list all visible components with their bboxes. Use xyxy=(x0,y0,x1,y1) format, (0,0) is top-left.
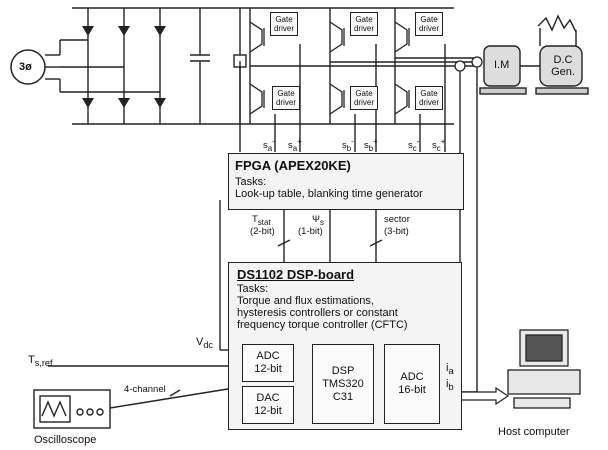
fpga-title: FPGA (APEX20KE) xyxy=(235,158,351,173)
gate-driver-b-top: Gate driver xyxy=(350,12,378,36)
host-computer-label: Host computer xyxy=(498,426,570,438)
source-label: 3ø xyxy=(19,61,32,73)
oscilloscope-label: Oscilloscope xyxy=(34,434,97,446)
switch-signal-sb-plus: sb+ xyxy=(364,137,378,154)
dsp-chip-line-1: DSP xyxy=(331,364,355,377)
ib-label: ib xyxy=(446,378,454,393)
gate-driver-a-bottom: Gate driver xyxy=(272,86,300,110)
gate-driver-b-bottom: Gate driver xyxy=(350,86,378,110)
fpga-tasks-heading: Tasks: xyxy=(235,176,267,188)
dac12-block: DAC 12-bit xyxy=(242,386,294,424)
gate-driver-a-top: Gate driver xyxy=(270,12,298,36)
adc16-block: ADC 16-bit xyxy=(384,344,440,424)
dsp-task-line-2: hysteresis controllers or constant xyxy=(237,307,398,319)
fpga-box: FPGA (APEX20KE) Tasks: Look-up table, bl… xyxy=(228,153,464,210)
sector-label: sector xyxy=(384,214,410,225)
dc-gen-label: D.C Gen. xyxy=(551,54,575,78)
vdc-label: Vdc xyxy=(196,336,214,351)
dac12-bits: 12-bit xyxy=(254,405,282,417)
dsp-task-line-3: frequency torque controller (CFTC) xyxy=(237,319,408,331)
adc16-label: ADC xyxy=(400,371,424,383)
three-phase-source-icon xyxy=(10,49,46,85)
ia-label: ia xyxy=(446,362,454,377)
dsp-board-title: DS1102 DSP-board xyxy=(237,267,355,282)
psi-bits: (1-bit) xyxy=(298,226,323,237)
dac12-label: DAC xyxy=(256,392,280,404)
psi-label: Ψs xyxy=(312,214,324,227)
dsp-chip-line-3: C31 xyxy=(332,390,354,403)
dsp-chip-line-2: TMS320 xyxy=(322,377,364,390)
oscilloscope-icon xyxy=(33,389,111,429)
dsp-chip-block: DSP TMS320 C31 xyxy=(312,344,374,424)
gate-driver-c-bottom: Gate driver xyxy=(415,86,443,110)
im-label: I.M xyxy=(494,59,510,71)
fpga-tasks-text: Look-up table, blanking time generator xyxy=(235,188,423,200)
switch-signal-sb-minus: sb- xyxy=(342,137,354,154)
switch-signal-sc-plus: sc+ xyxy=(432,137,446,154)
tstat-bits: (2-bit) xyxy=(250,226,275,237)
induction-motor-icon xyxy=(479,45,540,95)
dsp-task-line-1: Torque and flux estimations, xyxy=(237,295,374,307)
switch-signal-sa-minus: sa- xyxy=(263,137,275,154)
adc12-bits: 12-bit xyxy=(254,363,282,375)
dc-generator-icon xyxy=(535,14,589,95)
adc12-label: ADC xyxy=(256,350,280,362)
four-channel-label: 4-channel xyxy=(124,384,166,395)
tsref-label: Ts,ref xyxy=(28,354,53,369)
switch-signal-sc-minus: sc- xyxy=(408,137,420,154)
host-computer-icon xyxy=(507,329,581,409)
sector-bits: (3-bit) xyxy=(384,226,409,237)
gate-driver-c-top: Gate driver xyxy=(415,12,443,36)
adc16-bits: 16-bit xyxy=(398,384,426,396)
dsp-tasks-heading: Tasks: xyxy=(237,283,269,295)
adc12-block: ADC 12-bit xyxy=(242,344,294,382)
switch-signal-sa-plus: sa+ xyxy=(288,137,302,154)
tstat-label: Tstat xyxy=(252,214,271,227)
